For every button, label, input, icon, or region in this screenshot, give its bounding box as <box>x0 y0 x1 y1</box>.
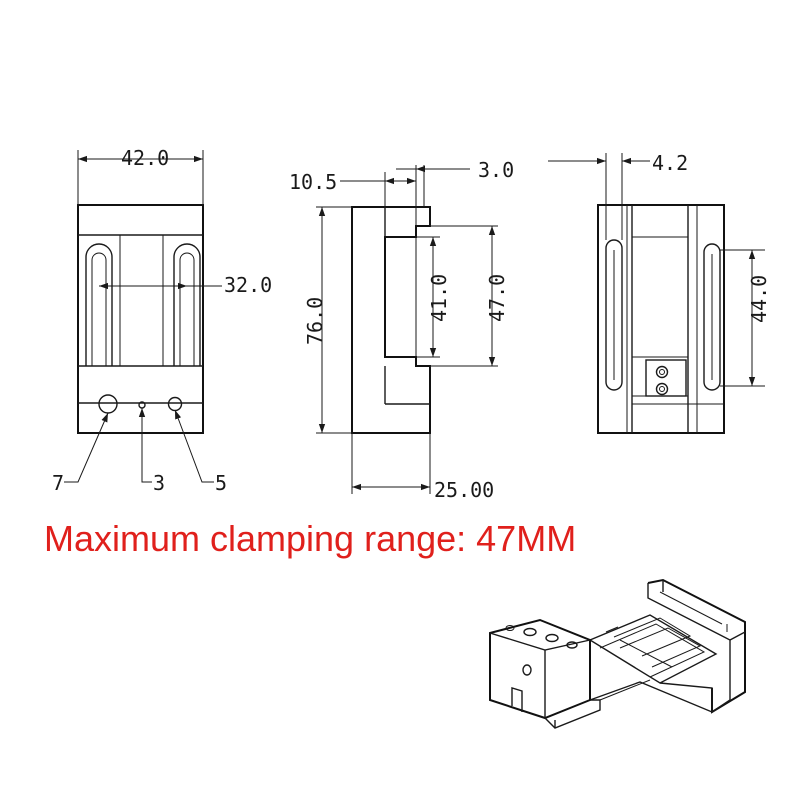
clamping-range-headline: Maximum clamping range: 47MM <box>44 518 577 559</box>
isometric-view <box>489 578 746 729</box>
hole-7-icon <box>98 394 118 414</box>
callout-3-leader <box>138 408 152 483</box>
iso-top-hole-1-icon <box>523 627 537 637</box>
callout-7: 7 <box>52 471 64 495</box>
callout-3: 3 <box>153 471 165 495</box>
rear-slot-width-dim: 4.2 <box>652 151 688 175</box>
side-height-dim: 76.0 <box>303 297 327 345</box>
iso-side-hole-icon <box>522 664 532 676</box>
iso-rail-bed <box>588 614 718 684</box>
rear-slot-length-dim: 44.0 <box>747 275 771 323</box>
rear-clamp-block <box>645 359 687 397</box>
side-inner-dim: 41.0 <box>427 274 451 322</box>
side-view: 10.5 3.0 76.0 41.0 47.0 25.00 <box>289 158 514 502</box>
rear-hole-top-icon <box>655 365 669 379</box>
side-step-dim: 10.5 <box>289 170 337 194</box>
rear-hole-bottom-icon <box>655 382 669 396</box>
iso-notch <box>511 687 523 712</box>
side-lip-dim: 3.0 <box>478 158 514 182</box>
front-body-outline <box>77 204 204 434</box>
callout-7-leader <box>64 412 109 483</box>
rear-body-outline <box>597 204 725 434</box>
callout-5-leader <box>174 409 214 483</box>
iso-front-block <box>489 618 591 720</box>
front-right-slot <box>173 243 201 366</box>
hole-5-icon <box>167 396 183 412</box>
side-depth-dim: 25.00 <box>434 478 494 502</box>
side-body-outline <box>351 206 431 434</box>
front-slot-span-dim: 32.0 <box>224 273 272 297</box>
front-left-slot <box>85 243 113 366</box>
side-clamp-dim: 47.0 <box>485 274 509 322</box>
callout-5: 5 <box>215 471 227 495</box>
iso-top-hole-3-icon <box>566 641 578 649</box>
rear-view: 4.2 44.0 <box>548 151 771 434</box>
front-width-dim: 42.0 <box>121 146 169 170</box>
rear-left-slot <box>605 239 623 391</box>
rear-right-slot <box>703 243 721 391</box>
iso-top-hole-2-icon <box>545 633 559 643</box>
front-view: 42.0 32.0 7 3 5 <box>52 146 272 495</box>
